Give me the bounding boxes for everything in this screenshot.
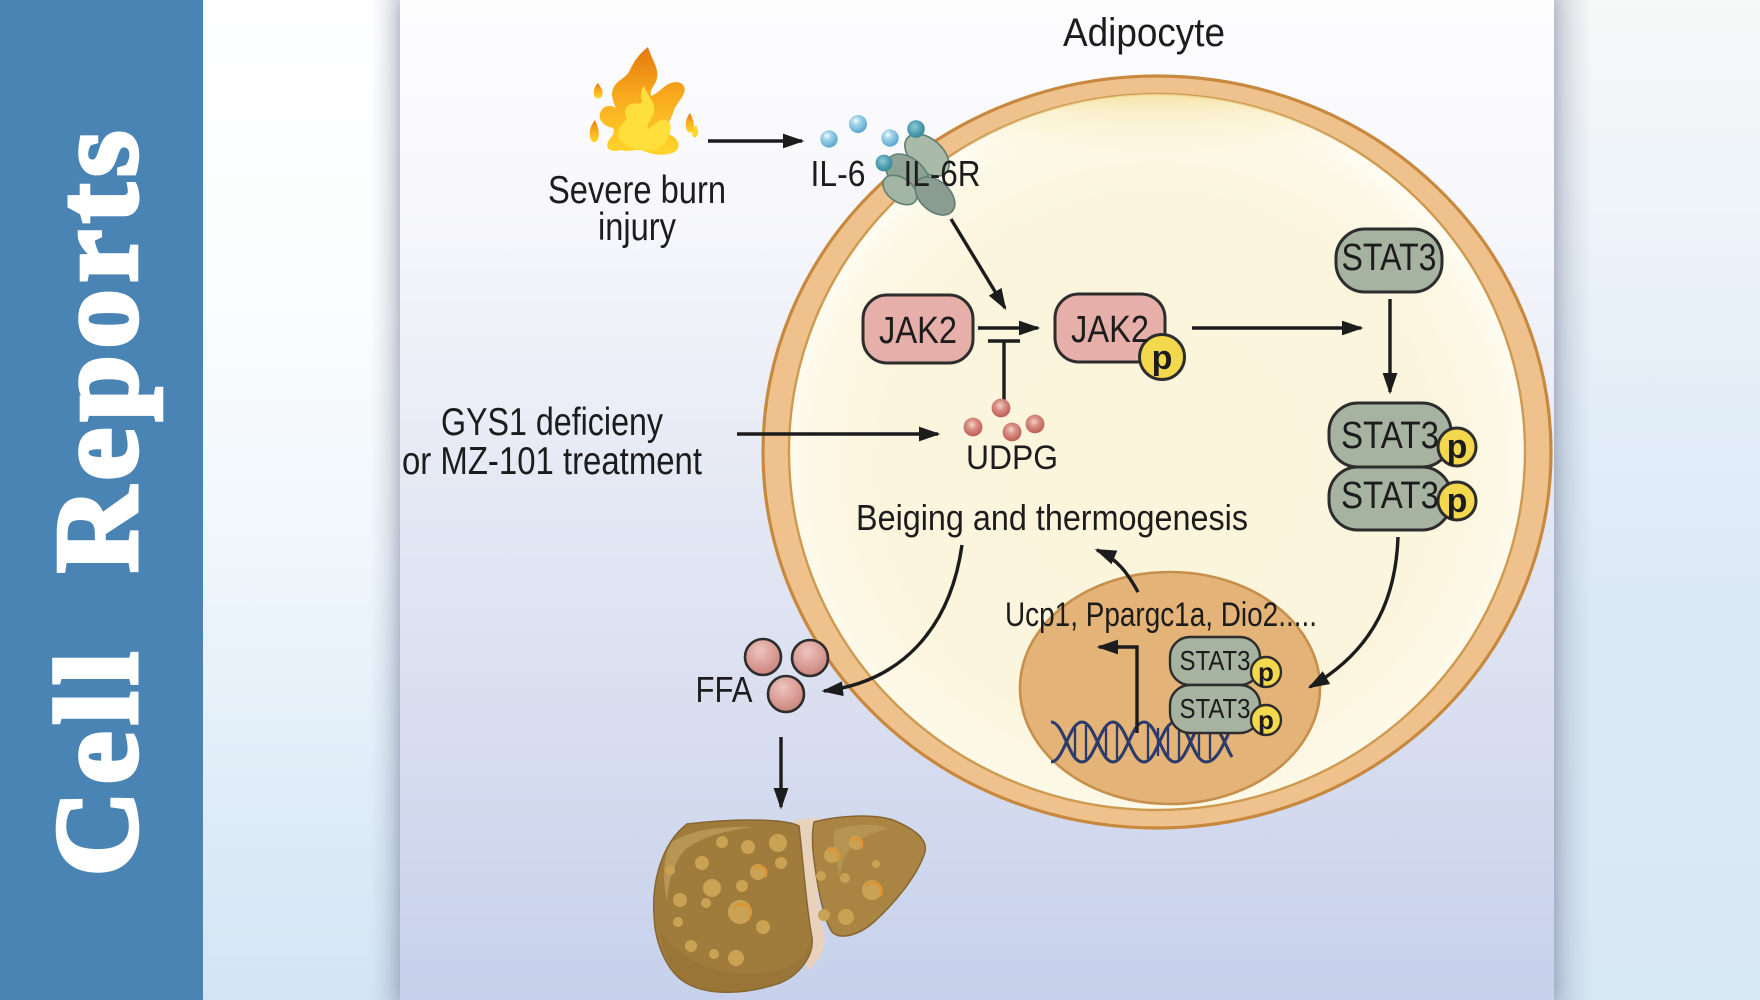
- svg-text:Severe burn: Severe burn: [548, 169, 726, 212]
- svg-text:Adipocyte: Adipocyte: [1063, 11, 1225, 55]
- svg-text:p: p: [1152, 339, 1173, 377]
- svg-text:injury: injury: [598, 206, 676, 249]
- svg-text:UDPG: UDPG: [966, 439, 1058, 477]
- svg-text:STAT3: STAT3: [1180, 693, 1251, 724]
- svg-text:p: p: [1258, 705, 1274, 735]
- svg-text:p: p: [1447, 428, 1468, 466]
- svg-text:Ucp1, Ppargc1a, Dio2.....: Ucp1, Ppargc1a, Dio2.....: [1005, 596, 1317, 634]
- svg-text:p: p: [1258, 657, 1274, 687]
- svg-text:IL-6: IL-6: [811, 153, 866, 194]
- svg-text:JAK2: JAK2: [879, 310, 957, 352]
- svg-text:STAT3: STAT3: [1342, 237, 1437, 279]
- svg-text:JAK2: JAK2: [1071, 309, 1149, 351]
- svg-text:GYS1 deficieny: GYS1 deficieny: [441, 401, 663, 444]
- svg-text:STAT3: STAT3: [1341, 415, 1439, 457]
- svg-text:Beiging and thermogenesis: Beiging and thermogenesis: [856, 497, 1248, 538]
- svg-text:IL-6R: IL-6R: [904, 153, 981, 194]
- svg-text:FFA: FFA: [696, 669, 753, 710]
- svg-text:p: p: [1447, 482, 1468, 520]
- svg-text:STAT3: STAT3: [1341, 475, 1439, 517]
- svg-text:STAT3: STAT3: [1180, 645, 1251, 676]
- svg-text:or MZ-101 treatment: or MZ-101 treatment: [402, 440, 702, 483]
